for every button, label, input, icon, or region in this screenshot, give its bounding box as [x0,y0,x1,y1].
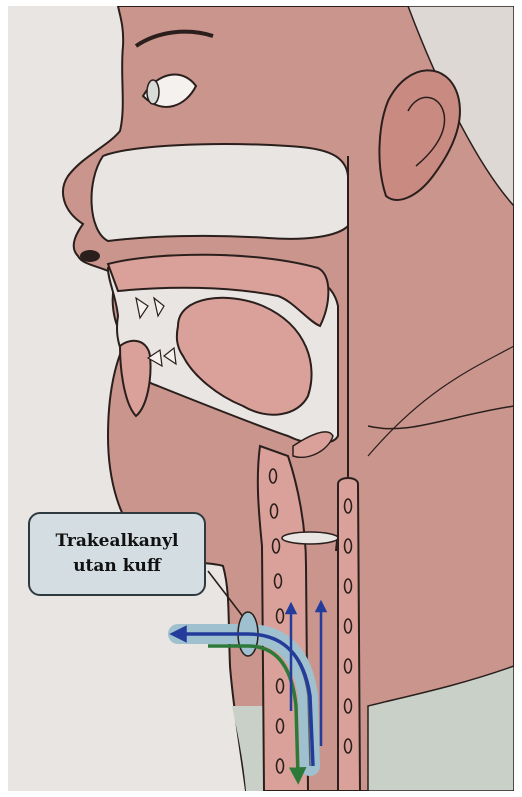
callout-line-2: utan kuff [73,554,161,579]
iris [147,80,159,104]
callout-label-box: Trakealkanyl utan kuff [28,512,206,596]
head-neck-illustration [8,6,514,791]
esophagus [338,478,360,791]
vocal-cords [282,532,338,544]
callout-line-1: Trakealkanyl [56,529,179,554]
nasal-cavity [92,144,348,241]
nostril [80,250,100,262]
